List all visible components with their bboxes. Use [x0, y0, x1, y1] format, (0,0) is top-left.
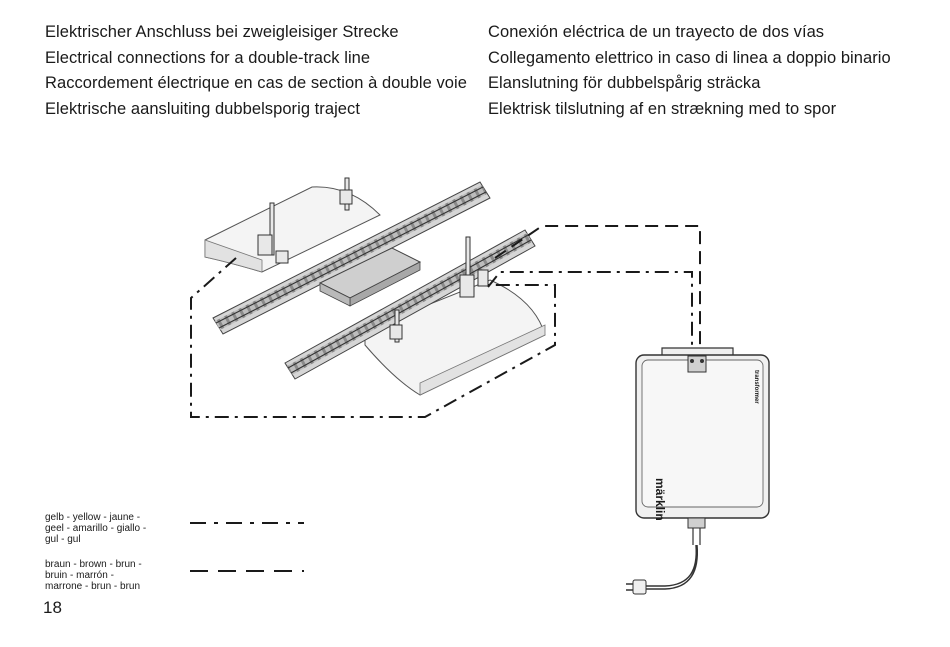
title-nl: Elektrische aansluiting dubbelsporig tra…	[45, 99, 360, 118]
legend-brown: braun - brown - brun - bruin - marrón - …	[45, 559, 142, 592]
ramp-left	[204, 186, 381, 273]
crossing-deck	[318, 247, 422, 307]
wire-yellow	[190, 257, 693, 418]
legend-yellow: gelb - yellow - jaune - geel - amarillo …	[45, 512, 146, 545]
legend-yellow-line-3: gul - gul	[45, 534, 81, 545]
title-fr: Raccordement électrique en cas de sectio…	[45, 74, 467, 92]
track-upper	[212, 181, 491, 335]
track-lower	[284, 229, 536, 380]
title-es: Conexión eléctrica de un trayecto de dos…	[488, 23, 825, 41]
power-cable	[645, 544, 699, 590]
legend-yellow-line-1: gelb - yellow - jaune -	[45, 512, 141, 523]
title-block-left: Elektrischer Anschluss bei zweigleisiger…	[45, 20, 467, 122]
legend-brown-line-3: marrone - brun - brun	[45, 581, 141, 592]
title-block-right: Conexión eléctrica de un trayecto de dos…	[488, 20, 891, 122]
legend-brown-line-1: braun - brown - brun -	[45, 559, 142, 570]
transformer: transformer märklin	[635, 347, 770, 545]
wire-brown	[494, 225, 701, 355]
legend-yellow-line-2: geel - amarillo - giallo -	[45, 523, 147, 534]
page-number: 18	[43, 598, 62, 617]
barrier-left	[257, 202, 289, 264]
barrier-bottom	[389, 309, 403, 343]
transformer-label: transformer	[753, 370, 759, 404]
title-sv: Elanslutning för dubbelspårig sträcka	[488, 74, 761, 92]
power-plug	[626, 579, 647, 595]
marklin-logo: märklin	[653, 478, 667, 521]
barrier-right	[459, 236, 489, 298]
ramp-right	[364, 279, 546, 396]
title-da: Elektrisk tilslutning af en strækning me…	[488, 99, 837, 118]
title-en: Electrical connections for a double-trac…	[45, 48, 371, 67]
barrier-top	[339, 177, 353, 211]
legend-brown-line-2: bruin - marrón -	[45, 570, 114, 581]
title-de: Elektrischer Anschluss bei zweigleisiger…	[45, 23, 399, 41]
title-it: Collegamento elettrico in caso di linea …	[488, 48, 891, 67]
